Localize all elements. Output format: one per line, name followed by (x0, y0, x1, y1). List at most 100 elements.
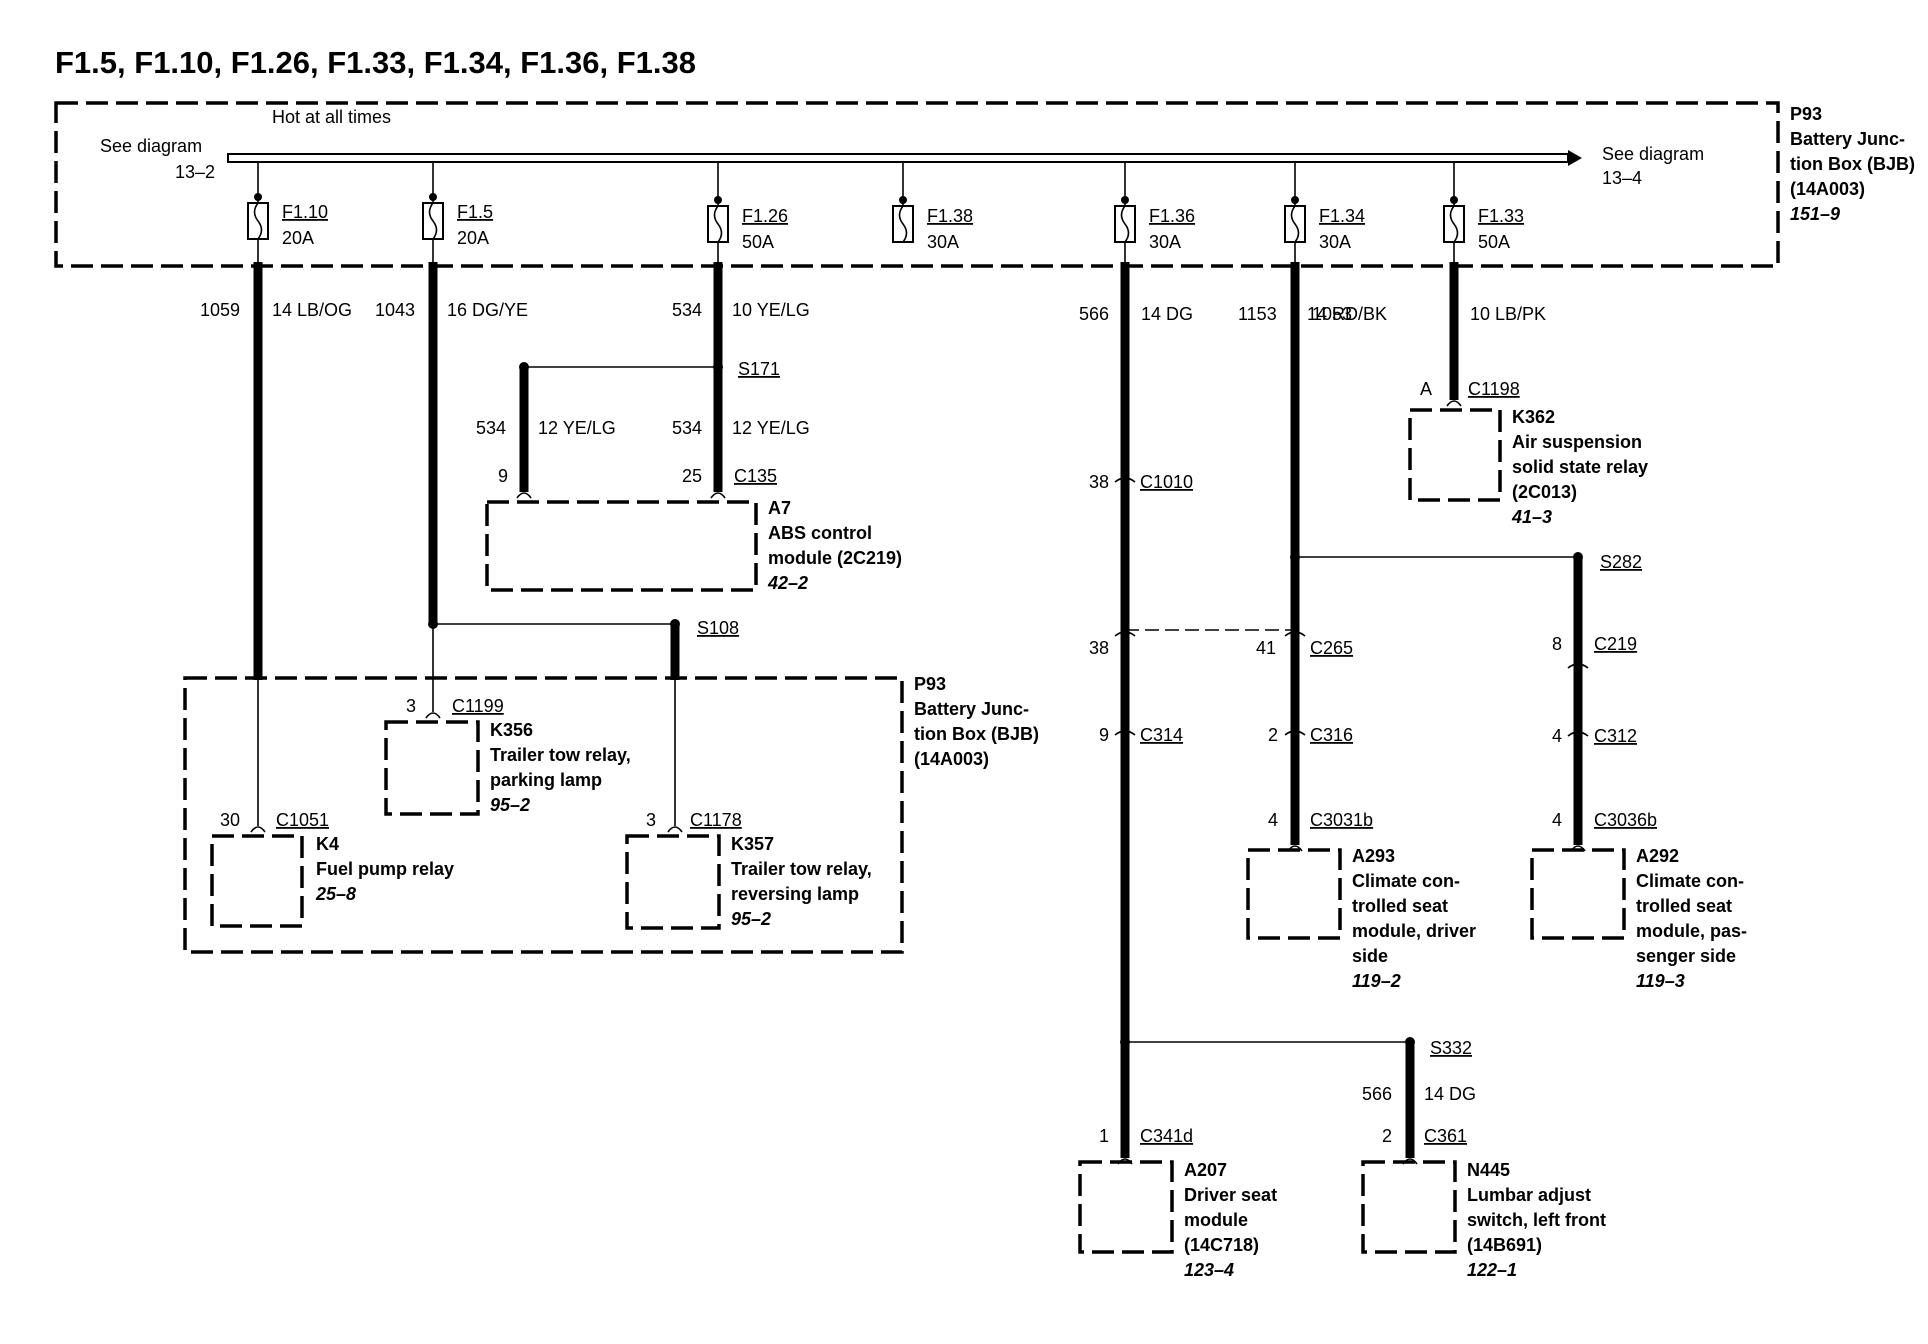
connector-c312: C312 (1594, 726, 1637, 746)
wire-color: 16 DG/YE (447, 300, 528, 320)
splice-s282: S282 (1600, 552, 1642, 572)
svg-text:151–9: 151–9 (1790, 204, 1840, 224)
svg-text:module (2C219): module (2C219) (768, 548, 902, 568)
connector-c341d: C341d (1140, 1126, 1193, 1146)
connector-pin: 9 (1099, 725, 1109, 745)
connector-pin: 25 (682, 466, 702, 486)
wire-color: 10 YE/LG (732, 300, 810, 320)
fuse-rating: 50A (1478, 232, 1510, 252)
fuse-f1-34: F1.34 30A (1284, 162, 1365, 262)
svg-text:module: module (1184, 1210, 1248, 1230)
bus-right-ref-1: See diagram (1602, 144, 1704, 164)
fuse-f1-33: F1.33 50A (1443, 162, 1524, 262)
svg-text:Battery Junc-: Battery Junc- (1790, 129, 1905, 149)
fuse-rating: 20A (457, 228, 489, 248)
fuse-f1-26: F1.26 50A (707, 162, 788, 262)
svg-text:(2C013): (2C013) (1512, 482, 1577, 502)
svg-text:P93: P93 (1790, 104, 1822, 124)
svg-text:tion Box (BJB): tion Box (BJB) (914, 724, 1039, 744)
svg-text:119–3: 119–3 (1636, 971, 1685, 991)
bus-left-ref-1: See diagram (100, 136, 202, 156)
svg-text:solid state relay: solid state relay (1512, 457, 1648, 477)
fuse-name: F1.38 (927, 206, 973, 226)
svg-text:A292: A292 (1636, 846, 1679, 866)
svg-text:122–1: 122–1 (1467, 1260, 1517, 1280)
fuse-f1-5: F1.5 20A (422, 162, 493, 262)
fuse-name: F1.36 (1149, 206, 1195, 226)
fuse-rating: 50A (742, 232, 774, 252)
connector-pin: 2 (1268, 725, 1278, 745)
fuse-name: F1.5 (457, 202, 493, 222)
svg-text:41–3: 41–3 (1511, 507, 1552, 527)
fuse-rating: 30A (927, 232, 959, 252)
wire-circuit: 534 (672, 418, 702, 438)
connector-pin: 30 (220, 810, 240, 830)
connector-c1010: C1010 (1140, 472, 1193, 492)
svg-text:reversing lamp: reversing lamp (731, 884, 859, 904)
connector-c316: C316 (1310, 725, 1353, 745)
svg-text:trolled seat: trolled seat (1636, 896, 1732, 916)
wire-circuit: 534 (476, 418, 506, 438)
svg-text:senger side: senger side (1636, 946, 1736, 966)
connector-c314: C314 (1140, 725, 1183, 745)
connector-c1051: C1051 (276, 810, 329, 830)
connector-pin: 4 (1268, 810, 1278, 830)
connector-c219: C219 (1594, 634, 1637, 654)
connector-pin: 38 (1089, 472, 1109, 492)
hot-bus: Hot at all times See diagram 13–2 See di… (100, 107, 1704, 188)
wire-circuit: 1053 (1312, 304, 1352, 324)
wire-circuit: 566 (1362, 1084, 1392, 1104)
circuit-1053: 1053 10 LB/PK A C1198 (1312, 262, 1546, 407)
wire-circuit: 1153 (1238, 304, 1277, 324)
component-k356: 3 C1199 K356 Trailer tow relay, parking … (384, 696, 631, 816)
connector-pin: 8 (1552, 634, 1562, 654)
bjb-bottom-box (183, 676, 904, 954)
splice-s332: S332 (1430, 1038, 1472, 1058)
svg-text:K4: K4 (316, 834, 339, 854)
fuse-name: F1.26 (742, 206, 788, 226)
fuse-name: F1.10 (282, 202, 328, 222)
svg-text:Air suspension: Air suspension (1512, 432, 1642, 452)
svg-text:(14A003): (14A003) (1790, 179, 1865, 199)
svg-text:parking lamp: parking lamp (490, 770, 602, 790)
bus-label: Hot at all times (272, 107, 391, 127)
svg-text:95–2: 95–2 (490, 795, 530, 815)
connector-c135: C135 (734, 466, 777, 486)
bjb-top-label: P93 Battery Junc- tion Box (BJB) (14A003… (1790, 104, 1915, 224)
svg-text:Fuel pump relay: Fuel pump relay (316, 859, 454, 879)
circuit-534: 534 10 YE/LG S171 534 12 YE/LG 534 12 YE… (476, 262, 810, 499)
bus-left-ref-2: 13–2 (175, 162, 215, 182)
wire-color: 10 LB/PK (1470, 304, 1546, 324)
svg-text:N445: N445 (1467, 1160, 1510, 1180)
svg-text:Battery Junc-: Battery Junc- (914, 699, 1029, 719)
wire-color: 12 YE/LG (538, 418, 616, 438)
wire-color: 14 DG (1141, 304, 1193, 324)
svg-text:(14B691): (14B691) (1467, 1235, 1542, 1255)
connector-c265: C265 (1310, 638, 1353, 658)
svg-text:K357: K357 (731, 834, 774, 854)
fuse-name: F1.33 (1478, 206, 1524, 226)
fuse-rating: 30A (1319, 232, 1351, 252)
connector-pin: 4 (1552, 726, 1562, 746)
fuse-name: F1.34 (1319, 206, 1365, 226)
connector-c3031b: C3031b (1310, 810, 1373, 830)
connector-pin: 2 (1382, 1126, 1392, 1146)
fuse-f1-38: F1.38 30A (892, 162, 973, 252)
fuse-f1-10: F1.10 20A (247, 162, 328, 262)
connector-pin: 3 (646, 810, 656, 830)
svg-text:switch, left front: switch, left front (1467, 1210, 1606, 1230)
connector-c1199: C1199 (452, 696, 504, 716)
svg-text:Trailer tow relay,: Trailer tow relay, (490, 745, 631, 765)
component-k357: 3 C1178 K357 Trailer tow relay, reversin… (625, 810, 872, 930)
svg-text:A7: A7 (768, 498, 791, 518)
svg-text:K362: K362 (1512, 407, 1555, 427)
component-k4: 30 C1051 K4 Fuel pump relay 25–8 (210, 810, 454, 928)
svg-text:95–2: 95–2 (731, 909, 771, 929)
wire-circuit: 566 (1079, 304, 1109, 324)
connector-pin: 9 (498, 466, 508, 486)
svg-text:P93: P93 (914, 674, 946, 694)
circuit-566: 566 14 DG 38 C1010 38 9 C314 S332 566 14… (1079, 262, 1476, 1165)
component-k362: K362 Air suspension solid state relay (2… (1408, 407, 1648, 527)
circuit-1043: 1043 16 DG/YE S108 (375, 262, 739, 833)
wire-circuit: 534 (672, 300, 702, 320)
